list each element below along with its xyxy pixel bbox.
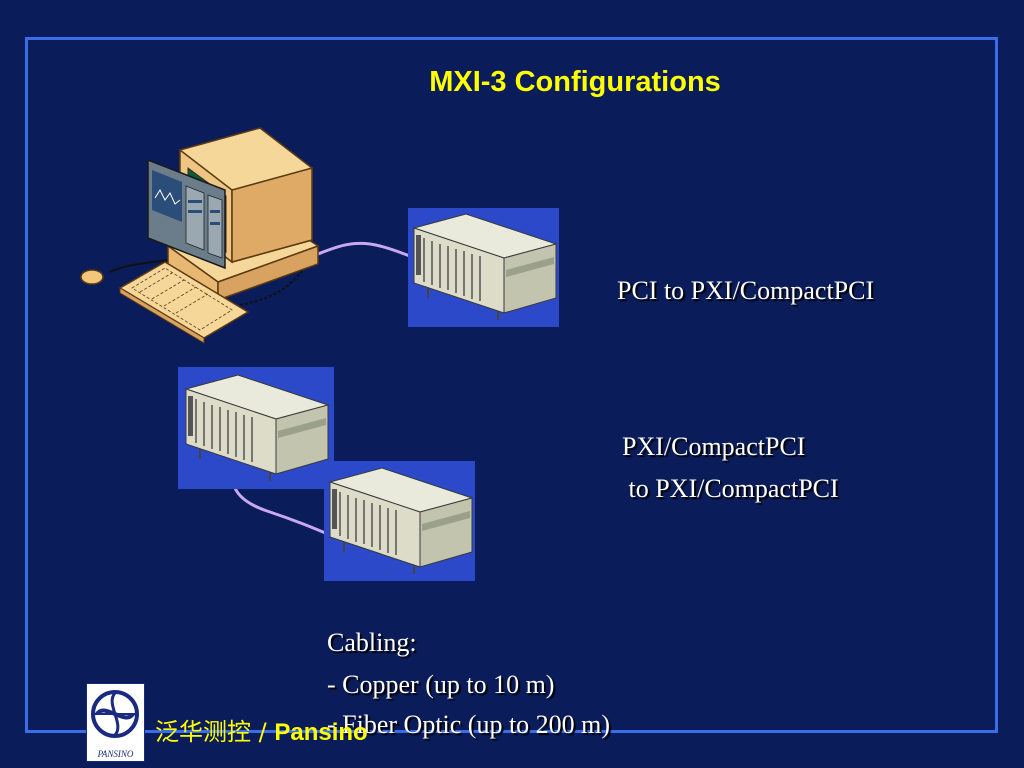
brand-name: 泛华测控 / Pansino	[155, 712, 368, 747]
pansino-logo-icon	[91, 690, 139, 738]
brand-cn: 泛华测控	[155, 718, 251, 746]
brand-separator: /	[251, 718, 275, 746]
pxi-chassis-2	[184, 374, 330, 481]
cabling-heading: Cabling:	[327, 628, 417, 657]
pxi-chassis-3	[328, 467, 474, 574]
slide-title: MXI-3 Configurations	[429, 66, 721, 98]
computer-illustration	[80, 127, 320, 344]
config1-label: PCI to PXI/CompactPCI	[617, 276, 875, 305]
pxi-chassis-1	[412, 213, 558, 320]
logo-text: PANSINO	[97, 749, 134, 759]
pansino-logo: PANSINO	[86, 683, 145, 762]
config2-label-line1: PXI/CompactPCI	[622, 432, 806, 461]
config2-label-line2: to PXI/CompactPCI	[622, 474, 839, 503]
slide-frame	[25, 37, 998, 733]
cabling-item-copper: - Copper (up to 10 m)	[327, 670, 555, 699]
cabling-item-fiber: - Fiber Optic (up to 200 m)	[327, 710, 611, 739]
brand-en: Pansino	[274, 719, 368, 746]
